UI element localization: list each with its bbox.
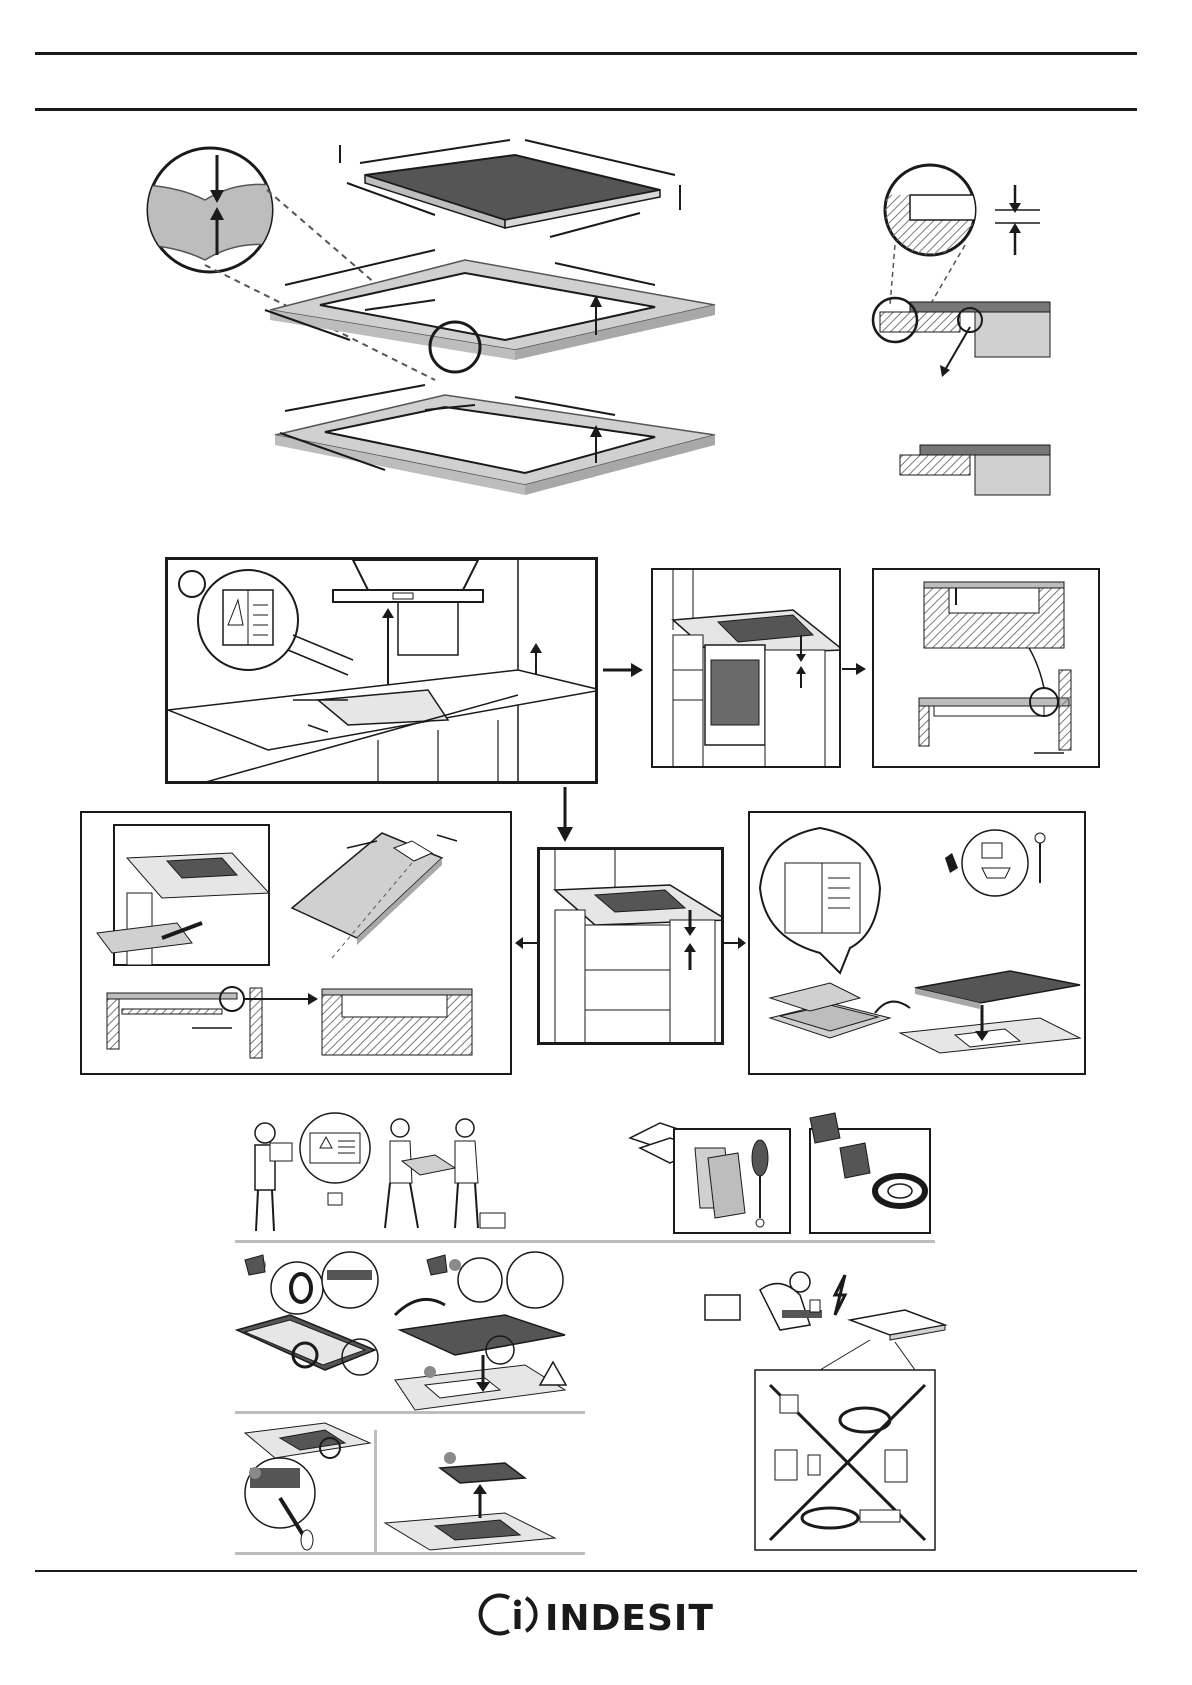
header-top-rule — [35, 52, 1137, 55]
flow-arrow-right-icon-2 — [724, 936, 746, 950]
flow-arrow-down-icon — [555, 787, 575, 842]
flow-arrow-right-small-icon — [842, 662, 866, 676]
magnifier-detail-icon — [135, 148, 295, 272]
drawer-below-figure — [537, 847, 724, 1045]
hob-dimensions-figure — [135, 135, 715, 525]
kitchen-hood-icon — [168, 560, 598, 784]
seal-application-figure — [235, 1250, 585, 1410]
drawer-cut-icon — [82, 813, 512, 1075]
reader-person-icon — [255, 1123, 292, 1231]
step-separator-bottom — [235, 1552, 585, 1555]
gloves-icon — [695, 1148, 745, 1218]
frame-cutout-icon — [275, 395, 715, 495]
drawer-icon — [540, 850, 724, 1045]
install-seal-figure — [748, 811, 1086, 1075]
hob-plate-icon — [365, 155, 660, 228]
header-bottom-rule — [35, 108, 1137, 111]
seal-icon — [750, 813, 1086, 1075]
electrical-warning-figure — [700, 1270, 945, 1555]
section-hatch-icon — [874, 570, 1100, 768]
manual-warning-icon — [300, 1113, 370, 1205]
worktop-cutout-icon — [270, 260, 715, 372]
flow-arrow-left-icon — [515, 936, 537, 950]
tools-figure — [630, 1113, 940, 1233]
oven-icon — [653, 570, 841, 768]
panel-cut-figure — [80, 811, 512, 1075]
safety-manual-figure — [240, 1113, 510, 1233]
footer-rule — [35, 1570, 1137, 1572]
edge-section-icon — [870, 165, 1040, 275]
installers-icon — [385, 1119, 505, 1228]
step-separator — [235, 1411, 585, 1414]
removal-figure — [235, 1418, 585, 1550]
oven-below-figure — [651, 568, 841, 768]
edge-section-small-icon — [873, 298, 1050, 377]
indesit-i-logo-icon — [495, 1592, 540, 1637]
edge-detail-figure — [870, 165, 1050, 510]
kitchen-clearance-figure — [165, 557, 598, 784]
flow-arrow-right-icon — [603, 662, 643, 678]
ventilation-section-figure — [872, 568, 1100, 768]
section-separator — [235, 1240, 935, 1243]
edge-section-frame-icon — [900, 445, 1050, 495]
brand-wordmark: INDESIT — [545, 1598, 714, 1639]
electrician-icon — [705, 1272, 845, 1330]
